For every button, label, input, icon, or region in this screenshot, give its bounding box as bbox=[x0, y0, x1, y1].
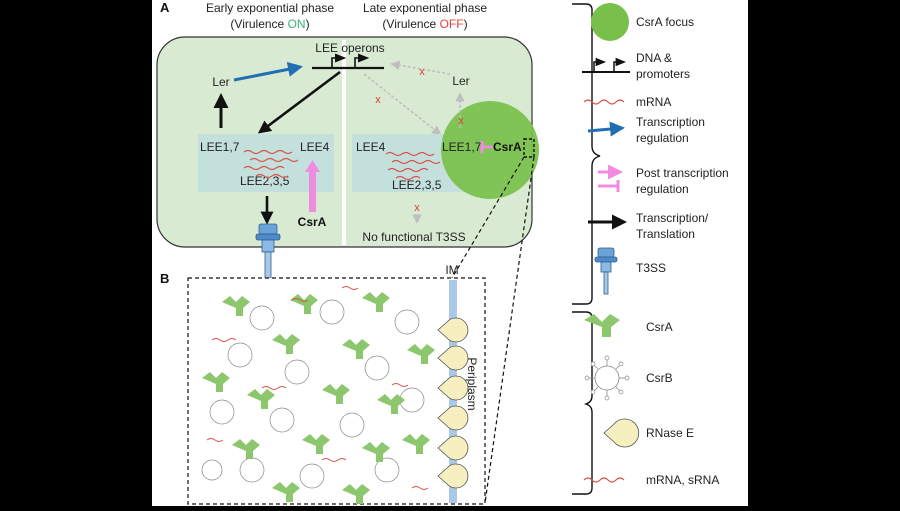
late-ler-label: Ler bbox=[452, 74, 469, 88]
legend-t3ss-icon bbox=[594, 247, 618, 295]
legend-t3ss: T3SS bbox=[636, 261, 666, 275]
legend-mrna: mRNA bbox=[636, 95, 671, 109]
legend-brace-bottom bbox=[572, 311, 593, 495]
legend-csra-focus-icon bbox=[591, 3, 629, 41]
im-label: IM bbox=[445, 263, 458, 277]
panel-a-label: A bbox=[160, 0, 170, 15]
csra-pink-shaft bbox=[309, 170, 316, 212]
figure-svg: A Early exponential phase (Virulence ON)… bbox=[156, 0, 729, 505]
early-lee4-label: LEE4 bbox=[300, 140, 330, 154]
block-x-1: x bbox=[419, 66, 425, 78]
late-operons-to-lee-arrow bbox=[363, 73, 442, 136]
legend-rnase: RNase E bbox=[646, 426, 694, 440]
t3ss-icon bbox=[255, 223, 281, 279]
legend-rnase-icon bbox=[603, 418, 640, 448]
zoom-box bbox=[523, 138, 535, 158]
late-lee235-label: LEE2,3,5 bbox=[392, 178, 442, 192]
ler-to-operons-arrow bbox=[233, 61, 303, 82]
legend-txtl-line1: Transcription/ bbox=[636, 211, 709, 225]
legend-mrna-srna: mRNA, sRNA bbox=[646, 473, 719, 487]
early-ler-label: Ler bbox=[212, 75, 229, 89]
panel-b-label: B bbox=[160, 271, 169, 286]
late-lee17-label: LEE1,7 bbox=[442, 140, 482, 154]
legend-mrna-icon bbox=[583, 99, 625, 105]
late-lee4-label: LEE4 bbox=[356, 140, 386, 154]
legend-mrna-srna-icon bbox=[583, 477, 625, 483]
legend-tx-reg-line1: Transcription bbox=[636, 115, 705, 129]
figure-canvas: A Early exponential phase (Virulence ON)… bbox=[152, 0, 748, 506]
csra-focus bbox=[441, 101, 539, 199]
legend-brace-top bbox=[572, 3, 601, 305]
zoom-line-1 bbox=[451, 156, 525, 279]
legend-tx-reg-line2: regulation bbox=[636, 131, 689, 145]
legend-post-tx-line1: Post transcription bbox=[636, 166, 729, 180]
legend-dna-icon bbox=[582, 57, 630, 73]
legend-dna-line2: promoters bbox=[636, 67, 690, 81]
late-phase-title: Late exponential phase bbox=[363, 1, 487, 15]
legend-csrb: CsrB bbox=[646, 371, 673, 385]
early-phase-title: Early exponential phase bbox=[206, 1, 334, 15]
legend-tx-reg-icon bbox=[587, 121, 625, 137]
early-lee235-label: LEE2,3,5 bbox=[240, 174, 290, 188]
zoom-line-2 bbox=[484, 156, 535, 504]
csra-pink-head bbox=[305, 160, 320, 172]
early-csra-label: CsrA bbox=[298, 215, 327, 229]
legend-csra-icon bbox=[584, 314, 620, 337]
legend-csra-focus: CsrA focus bbox=[636, 15, 694, 29]
late-mrna bbox=[385, 151, 441, 181]
early-lee17-label: LEE1,7 bbox=[200, 140, 240, 154]
lee-promoters bbox=[312, 53, 384, 70]
late-csra-label: CsrA bbox=[493, 140, 522, 154]
late-virulence: (Virulence OFF) bbox=[382, 17, 467, 31]
rnase-e-row bbox=[437, 317, 469, 489]
legend-post-tx-icon bbox=[598, 164, 623, 192]
operons-to-lee-arrow bbox=[257, 70, 341, 134]
early-mrna bbox=[243, 149, 299, 179]
periplasm-label: Periplasm bbox=[465, 357, 479, 410]
legend-txtl-line2: Translation bbox=[636, 227, 695, 241]
legend-dna-line1: DNA & bbox=[636, 51, 672, 65]
legend-csrb-icon bbox=[584, 355, 630, 401]
legend-post-tx-line2: regulation bbox=[636, 182, 689, 196]
no-t3ss-label: No functional T3SS bbox=[362, 230, 465, 244]
block-x-4: x bbox=[414, 202, 420, 214]
early-virulence: (Virulence ON) bbox=[230, 17, 309, 31]
legend-csra: CsrA bbox=[646, 320, 673, 334]
lee-operons-label: LEE operons bbox=[315, 41, 384, 55]
csrb-csra-complexes bbox=[201, 286, 435, 504]
block-x-2: x bbox=[375, 94, 381, 106]
block-x-3: x bbox=[458, 115, 464, 127]
